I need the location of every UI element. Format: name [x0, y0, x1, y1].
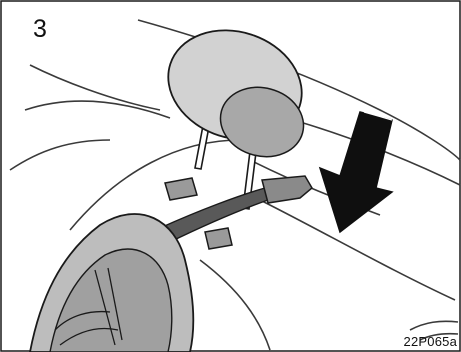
figure-code: 22P065a: [404, 334, 457, 349]
step-number: 3: [33, 15, 47, 44]
